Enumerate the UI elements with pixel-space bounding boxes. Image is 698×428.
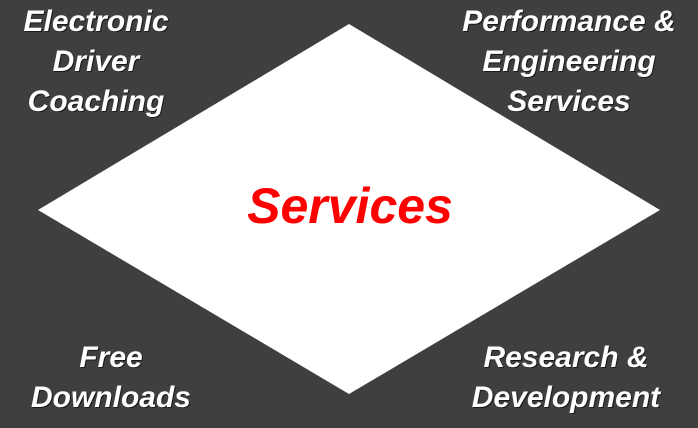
link-line: Driver [52,45,140,78]
research-development-link-area[interactable]: Research & Development [452,338,680,418]
performance-engineering-services-link[interactable]: Performance & Engineering Services [440,2,698,122]
electronic-driver-coaching-link-area[interactable]: Electronic Driver Coaching [6,2,186,122]
research-development-link[interactable]: Research & Development [452,338,680,418]
link-line: Services [507,85,631,118]
link-line: Coaching [27,85,165,118]
electronic-driver-coaching-link[interactable]: Electronic Driver Coaching [6,2,186,122]
link-line: Research & [483,341,649,374]
link-line: Free [79,341,143,374]
link-line: Performance & [462,5,676,38]
services-title: Services [247,178,453,234]
free-downloads-link-area[interactable]: Free Downloads [8,338,214,418]
link-line: Electronic [23,5,169,38]
link-line: Development [471,381,661,414]
link-line: Engineering [482,45,656,78]
link-line: Downloads [30,381,191,414]
free-downloads-link[interactable]: Free Downloads [8,338,214,418]
diamond-polygon [38,24,660,394]
performance-engineering-services-link-area[interactable]: Performance & Engineering Services [440,2,698,122]
